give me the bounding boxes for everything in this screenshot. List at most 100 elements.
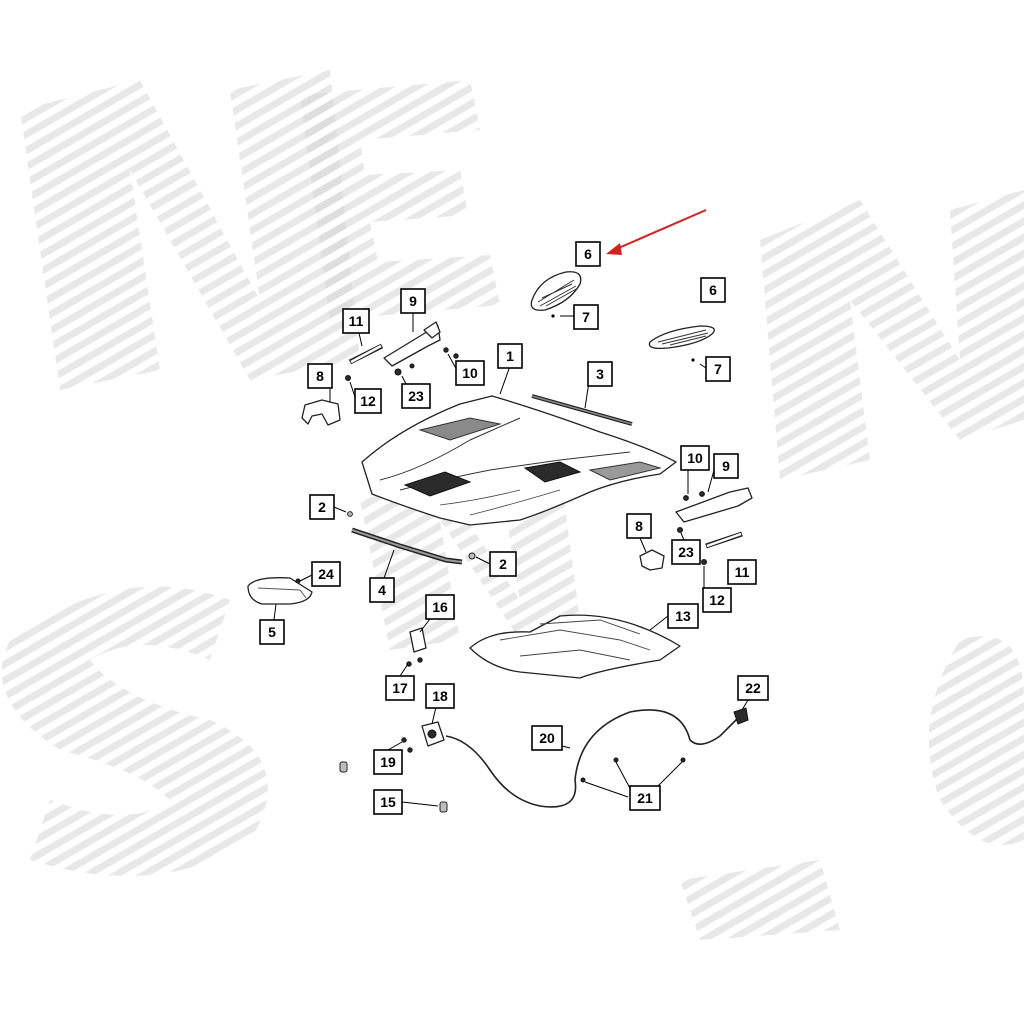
callout-23b[interactable]: 23: [671, 539, 701, 565]
hood-bumper-stop: [339, 761, 448, 813]
callout-label: 21: [637, 790, 653, 806]
callout-label: 9: [722, 458, 730, 474]
hood-vent-grille-right: [648, 325, 715, 350]
fastener-10a2: [453, 353, 459, 359]
callout-1[interactable]: 1: [497, 343, 523, 369]
callout-label: 16: [432, 599, 448, 615]
callout-label: 6: [709, 282, 717, 298]
hood-panel: [361, 395, 677, 526]
callout-4[interactable]: 4: [369, 577, 395, 603]
callout-label: 23: [408, 388, 424, 404]
callout-17[interactable]: 17: [385, 675, 415, 701]
clip-2a: [347, 511, 353, 517]
callout-2a[interactable]: 2: [309, 494, 335, 520]
callout-5[interactable]: 5: [259, 619, 285, 645]
callout-8b[interactable]: 8: [626, 513, 652, 539]
fastener-23b: [677, 527, 683, 533]
callout-6a[interactable]: 6: [575, 241, 601, 267]
callout-7b[interactable]: 7: [705, 356, 731, 382]
fastener-23a2: [409, 363, 415, 369]
callout-24[interactable]: 24: [311, 561, 341, 587]
callout-label: 8: [635, 518, 643, 534]
callout-label: 12: [360, 393, 376, 409]
callout-label: 8: [316, 368, 324, 384]
callout-18[interactable]: 18: [425, 683, 455, 709]
fastener-12b: [701, 559, 707, 565]
callout-2b[interactable]: 2: [489, 551, 517, 577]
gas-strut-left: [348, 343, 384, 365]
callout-11a[interactable]: 11: [342, 308, 370, 334]
fastener-19b: [407, 747, 413, 753]
callout-10a[interactable]: 10: [455, 360, 485, 386]
callout-7a[interactable]: 7: [573, 304, 599, 330]
hood-release-cable: [445, 709, 739, 808]
fastener-10b2: [699, 491, 705, 497]
callout-label: 9: [409, 293, 417, 309]
hood-vent-grille-left: [530, 271, 582, 311]
callout-9b[interactable]: 9: [713, 453, 739, 479]
gas-strut-right: [705, 531, 743, 549]
callout-label: 18: [432, 688, 448, 704]
callout-12b[interactable]: 12: [702, 587, 732, 613]
callout-label: 7: [582, 309, 590, 325]
release-handle: [733, 707, 749, 725]
striker-bracket: [409, 627, 427, 653]
callout-label: 2: [499, 556, 507, 572]
callout-label: 10: [687, 450, 703, 466]
fastener-17b: [417, 657, 423, 663]
clip-7a-dot: [551, 314, 555, 318]
callout-label: 24: [318, 566, 334, 582]
callout-label: 5: [268, 624, 276, 640]
callout-21[interactable]: 21: [629, 785, 661, 811]
hood-bumper-bracket-left: [301, 399, 341, 426]
callout-9a[interactable]: 9: [400, 288, 426, 314]
callout-label: 12: [709, 592, 725, 608]
callout-12a[interactable]: 12: [354, 388, 382, 414]
hood-seal-strip: [531, 394, 633, 426]
fastener-23a: [394, 368, 402, 376]
fastener-12a: [345, 375, 351, 381]
highlight-arrow: [606, 209, 707, 255]
clip-24: [295, 578, 301, 584]
callout-label: 15: [380, 794, 396, 810]
hood-bumper-bracket-right: [639, 549, 665, 571]
callout-10b[interactable]: 10: [680, 445, 710, 471]
clip-7b-dot: [691, 358, 695, 362]
callout-19[interactable]: 19: [373, 749, 403, 775]
callouts: 6 7 6 7 9 11 10 8 12 23 1 3 10 9 2 8 23 …: [259, 241, 769, 815]
callout-label: 11: [735, 564, 750, 580]
callout-label: 11: [349, 313, 364, 329]
fastener-19a: [401, 737, 407, 743]
callout-23a[interactable]: 23: [401, 383, 431, 409]
fastener-10a: [443, 347, 449, 353]
clip-2b: [468, 552, 476, 560]
callout-13[interactable]: 13: [667, 603, 699, 629]
callout-20[interactable]: 20: [531, 725, 563, 751]
callout-label: 19: [380, 754, 396, 770]
cable-clips: [580, 757, 686, 783]
fastener-17a: [406, 661, 412, 667]
callout-15[interactable]: 15: [373, 789, 403, 815]
callout-6b[interactable]: 6: [700, 277, 726, 303]
callout-label: 7: [714, 361, 722, 377]
callout-label: 13: [675, 608, 691, 624]
callout-label: 23: [678, 544, 694, 560]
watermark: [1, 70, 1024, 940]
front-emblem: [247, 577, 313, 605]
hood-hinge-left: [383, 321, 441, 367]
callout-3[interactable]: 3: [587, 361, 613, 387]
callout-label: 4: [378, 582, 386, 598]
callout-label: 1: [506, 348, 514, 364]
callout-label: 20: [539, 730, 555, 746]
callout-label: 17: [392, 680, 408, 696]
callout-8a[interactable]: 8: [307, 363, 333, 389]
hood-insulator-pad: [469, 614, 681, 679]
callout-16[interactable]: 16: [425, 594, 455, 620]
callout-22[interactable]: 22: [737, 675, 769, 701]
fastener-10b: [683, 495, 689, 501]
callout-label: 22: [745, 680, 761, 696]
callout-label: 2: [318, 499, 326, 515]
callout-11b[interactable]: 11: [727, 559, 757, 585]
hood-hinge-right: [675, 487, 753, 523]
